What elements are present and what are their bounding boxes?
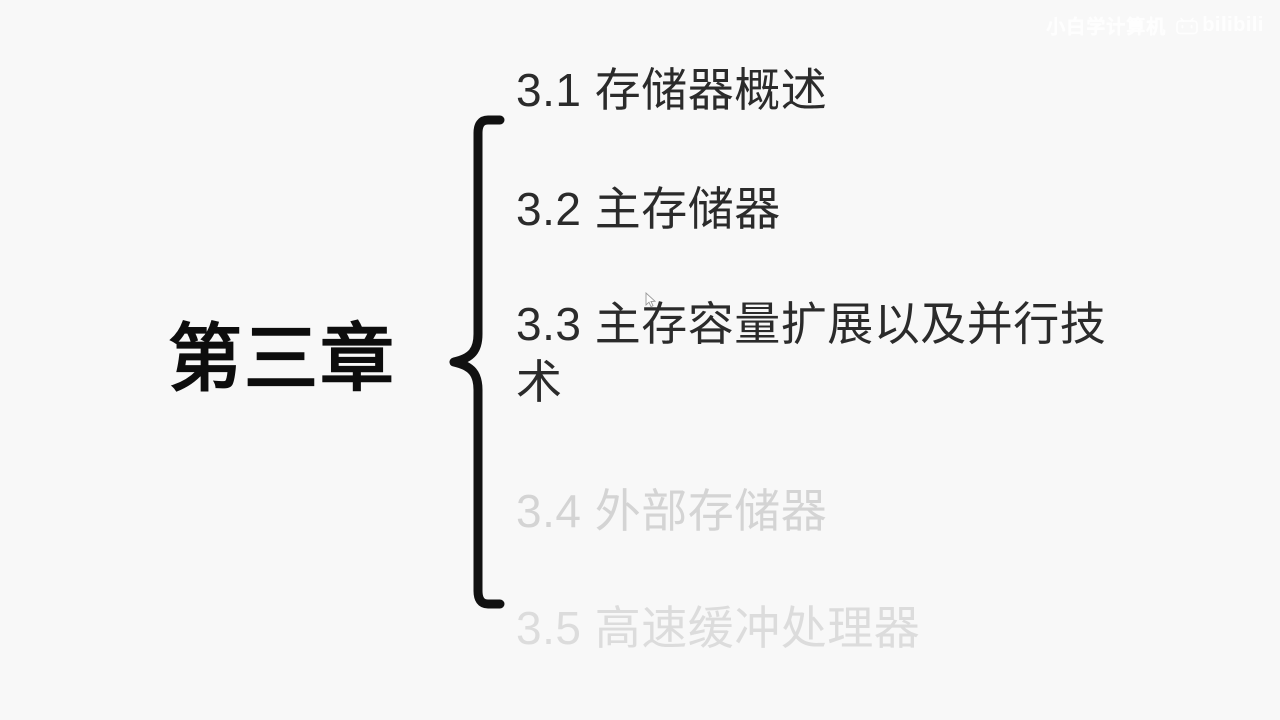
curly-brace-icon <box>449 115 505 609</box>
outline-item-3-1[interactable]: 3.1 存储器概述 <box>516 64 828 116</box>
chapter-title: 第三章 <box>168 317 396 400</box>
outline-item-3-5[interactable]: 3.5 高速缓冲处理器 <box>516 602 921 654</box>
outline-item-3-4[interactable]: 3.4 外部存储器 <box>516 485 828 537</box>
bilibili-logo-icon: bilibili <box>1176 14 1264 37</box>
bilibili-tv-icon <box>1176 17 1199 34</box>
bilibili-wordmark: bilibili <box>1202 14 1264 36</box>
outline-item-3-3[interactable]: 3.3 主存容量扩展以及并行技术 <box>516 298 1107 408</box>
watermark: 小白学计算机 bilibili <box>1046 12 1264 39</box>
curly-brace <box>442 112 512 612</box>
watermark-text: 小白学计算机 <box>1046 17 1167 38</box>
outline-item-3-2[interactable]: 3.2 主存储器 <box>516 183 781 235</box>
